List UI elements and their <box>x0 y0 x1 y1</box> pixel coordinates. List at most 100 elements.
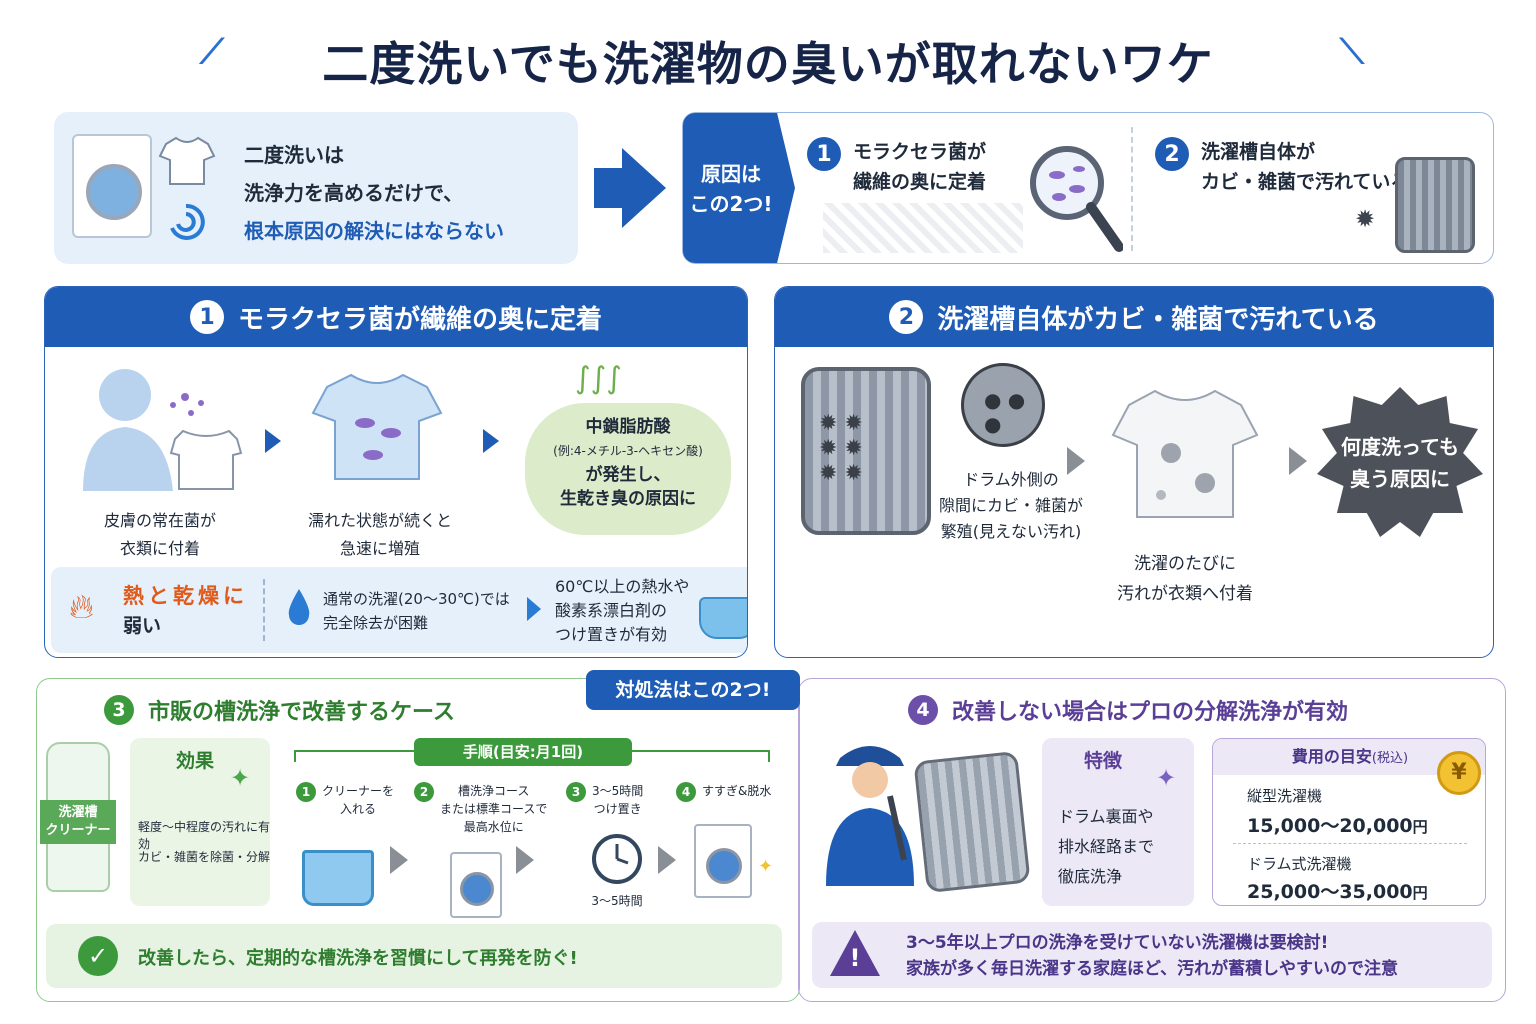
s1-tip-arrow-icon <box>527 597 541 621</box>
s1-arrow1-icon <box>265 429 281 453</box>
flame-icon: 🔥︎ <box>69 587 94 627</box>
s1-step3-cloud: 中鎖脂肪酸 (例:4-メチル-3-ヘキセン酸) が発生し、 生乾き臭の原因に <box>525 403 731 535</box>
section1-header: 1 モラクセラ菌が繊維の奥に定着 <box>45 287 747 347</box>
effect-1: 軽度〜中程度の汚れに有効 <box>138 820 271 851</box>
section3-card <box>36 678 800 1002</box>
s1-step3-line1: 中鎖脂肪酸 <box>585 417 671 437</box>
section1-title: モラクセラ菌が繊維の奥に定着 <box>237 304 602 335</box>
removed-drum-icon <box>913 750 1031 894</box>
s1-tip1-line1: 熱と乾燥に <box>123 584 248 608</box>
s1-step3-line2: (例:4-メチル-3-ヘキセン酸) <box>553 444 703 458</box>
bottle-line2: クリーナー <box>45 823 111 838</box>
step-arrow3-icon <box>658 846 676 874</box>
yen-coin-icon: ¥ <box>1437 751 1481 795</box>
s1-tip3-line1: 60℃以上の熱水や <box>555 577 690 596</box>
section2-number: 2 <box>889 300 924 334</box>
section3-number: 3 <box>104 695 134 725</box>
warning-line2: 家族が多く毎日洗濯する家庭ほど、汚れが蓄積しやすいので注意 <box>906 959 1398 979</box>
s1-tip2-line2: 完全除去が困難 <box>323 614 429 632</box>
cause-tag-line2: この2つ! <box>689 192 773 216</box>
s2-burst-line2: 臭う原因に <box>1350 467 1450 491</box>
person-breath-icon <box>73 361 243 491</box>
step1-line2: 入れる <box>340 802 377 816</box>
step4-line1: すすぎ&脱水 <box>702 784 772 798</box>
fabric-fibers-icon <box>823 203 1023 253</box>
s2-shirt-line1: 洗濯のたびに <box>1134 554 1236 574</box>
sparkle-right-icon: ⟍ <box>1340 32 1364 72</box>
s1-step1-line2: 衣類に付着 <box>119 539 200 558</box>
s1-tip1-line2: 弱い <box>123 615 162 637</box>
s2-burst-line1: 何度洗っても <box>1341 435 1459 459</box>
effect-sparkle-icon: ✦ <box>230 764 251 792</box>
stained-shirt-icon <box>1107 383 1263 525</box>
zoom-mold-icon: ● ● ● <box>961 363 1045 447</box>
section3-title: 市販の槽洗浄で改善するケース <box>148 700 455 725</box>
intro-line3: 根本原因の解決にはならない <box>244 219 504 243</box>
s1-arrow2-icon <box>483 429 499 453</box>
cost2-unit: 円 <box>1412 884 1428 902</box>
cause-1-line1: モラクセラ菌が <box>853 141 987 163</box>
intro-arrow-body <box>594 168 626 208</box>
cost1-value: 15,000〜20,000 <box>1247 815 1413 837</box>
s2-shirt-line2: 汚れが衣類へ付着 <box>1117 584 1253 604</box>
feature-sparkle-icon: ✦ <box>1156 764 1177 792</box>
step2-line3: 最高水位に <box>463 820 524 834</box>
step4-washer-icon <box>694 824 752 898</box>
mold-drum-icon: ✹ ✹✹ ✹✹ ✹ <box>801 367 931 535</box>
s2-arrow1-icon <box>1067 447 1085 475</box>
s1-tip3-line3: つけ置きが有効 <box>555 625 668 644</box>
s2-burst-badge: 何度洗っても 臭う原因に <box>1317 387 1483 537</box>
wet-shirt-icon <box>307 367 447 487</box>
s1-step2-line2: 急速に増殖 <box>339 539 420 558</box>
intro-line2: 洗浄力を高めるだけで、 <box>244 181 464 205</box>
technician-icon <box>820 736 920 886</box>
cost2-value: 25,000〜35,000 <box>1247 881 1413 903</box>
cause-2-line2: カビ・雑菌で汚れている <box>1201 171 1410 193</box>
step3-number: 3 <box>566 782 586 802</box>
intro-arrow-icon <box>622 148 666 228</box>
section1-number: 1 <box>189 300 224 334</box>
s1-tip2-line1: 通常の洗濯(20〜30℃)では <box>323 590 510 608</box>
s2-drum-line1: ドラム外側の <box>963 470 1059 489</box>
magnifier-bacteria-icon <box>1027 143 1124 253</box>
section2-card: 2 洗濯槽自体がカビ・雑菌で汚れている ✹ ✹✹ ✹✹ ✹ ● ● ● ドラム外… <box>774 286 1494 658</box>
check-icon: ✓ <box>78 936 118 976</box>
step2-line2: または標準コースで <box>440 802 548 816</box>
section2-header: 2 洗濯槽自体がカビ・雑菌で汚れている <box>775 287 1493 347</box>
cost1-label: 縦型洗濯機 <box>1247 787 1323 805</box>
causes-divider <box>1131 127 1133 251</box>
s1-tips-bar: 🔥︎ 熱と乾燥に 弱い 通常の洗濯(20〜30℃)では 完全除去が困難 60℃以… <box>51 567 747 653</box>
washing-machine-icon <box>72 134 152 238</box>
tshirt-icon <box>158 134 216 188</box>
cause-tag-line1: 原因は <box>701 162 761 186</box>
cost-tax: (税込) <box>1371 751 1409 766</box>
cleaner-beaker-icon <box>302 850 374 906</box>
causes-panel: 原因は この2つ! 1 モラクセラ菌が 繊維の奥に定着 2 洗濯槽自体が カビ・… <box>682 112 1494 264</box>
step2-number: 2 <box>414 782 434 802</box>
sparkle-left-icon: ⟋ <box>200 32 224 72</box>
intro-panel: 二度洗いは 洗浄力を高めるだけで、 根本原因の解決にはならない <box>54 112 578 264</box>
feature-line3: 徹底洗浄 <box>1058 867 1123 886</box>
section4-number: 4 <box>908 695 938 725</box>
procedure-title: 手順(目安:月1回) <box>414 738 632 766</box>
dirty-drum-icon <box>1395 157 1475 253</box>
mold-spore-icon: ✹ <box>1355 205 1376 233</box>
clock-label: 3〜5時間 <box>591 894 643 908</box>
solutions-badge: 対処法はこの2つ! <box>586 670 800 710</box>
cleaner-bottle-icon: 洗濯槽 クリーナー <box>40 742 116 892</box>
effect-2: カビ・雑菌を除菌・分解 <box>138 850 271 864</box>
s2-drum-line2: 隙間にカビ・雑菌が <box>938 496 1083 515</box>
cause-2-number: 2 <box>1155 137 1189 171</box>
s2-drum-line3: 繁殖(見えない汚れ) <box>940 522 1082 541</box>
clock-icon <box>590 832 644 886</box>
cause-1-line2: 繊維の奥に定着 <box>853 171 987 193</box>
s1-step3-line3: が発生し、 <box>585 465 671 485</box>
s4-warning-bar: ! 3〜5年以上プロの洗浄を受けていない洗濯機は要検討! 家族が多く毎日洗濯する… <box>812 922 1492 988</box>
section2-title: 洗濯槽自体がカビ・雑菌で汚れている <box>937 304 1379 335</box>
step1-number: 1 <box>296 782 316 802</box>
step3-line1: 3〜5時間 <box>592 784 644 798</box>
step4-number: 4 <box>676 782 696 802</box>
warning-icon: ! <box>830 930 880 976</box>
s1-step2-line1: 濡れた状態が続くと <box>307 511 452 530</box>
cost-panel: 費用の目安(税込) ¥ 縦型洗濯機 15,000〜20,000円 ドラム式洗濯機… <box>1212 738 1486 906</box>
